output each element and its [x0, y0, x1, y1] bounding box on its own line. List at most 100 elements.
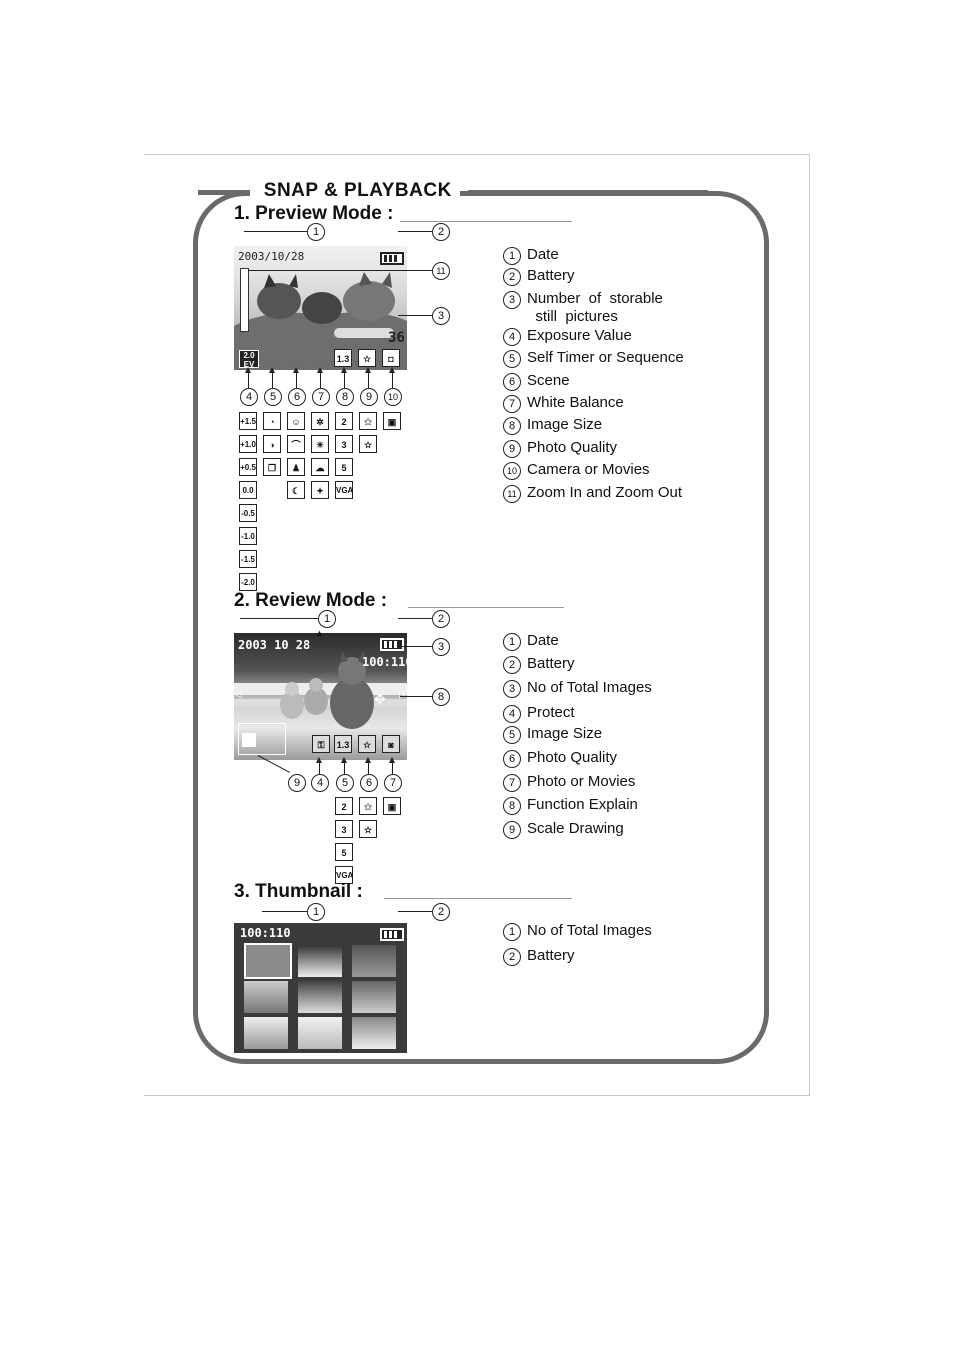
thumbnail-callout-1: 1 — [307, 903, 325, 921]
arrow-r6 — [365, 757, 371, 774]
photo-icon: ◙ — [382, 735, 400, 753]
review-leader-2 — [398, 618, 432, 619]
ev-option: +0.5 — [239, 458, 257, 476]
review-callout-3: 3 — [432, 638, 450, 656]
preview-leader-3 — [398, 315, 432, 316]
arrow-r4 — [316, 757, 322, 774]
ev-option: +1.5 — [239, 412, 257, 430]
preview-callout-1: 1 — [307, 223, 325, 241]
preview-callout-7: 7 — [312, 388, 330, 406]
review-date: 2003 10 28 — [238, 638, 311, 652]
movie-icon: ▣ — [383, 797, 401, 815]
review-callout-6: 6 — [360, 774, 378, 792]
size-option: 2 — [335, 412, 353, 430]
size-option: 3 — [335, 820, 353, 838]
preview-leader-11 — [248, 270, 432, 271]
preview-callout-2: 2 — [432, 223, 450, 241]
ducklings-photo — [234, 651, 407, 729]
night-icon: ☾ — [287, 481, 305, 499]
preview-callout-10: 10 — [384, 388, 402, 406]
preview-callout-5: 5 — [264, 388, 282, 406]
review-title-line — [408, 607, 564, 608]
wb-auto-icon: ✲ — [311, 412, 329, 430]
up-arrow-icon: ▲ — [315, 628, 324, 638]
function-dial-icon: ✥ — [374, 691, 386, 707]
review-callout-4: 4 — [311, 774, 329, 792]
quality-normal-icon: ✫ — [359, 435, 377, 453]
size-option: 5 — [335, 843, 353, 861]
ev-option: -1.5 — [239, 550, 257, 568]
camera-icon: ◘ — [382, 349, 400, 367]
size-option: 5 — [335, 458, 353, 476]
thumbnail-item[interactable] — [244, 1017, 288, 1049]
left-arrow-icon: ◁ — [234, 689, 242, 700]
ev-option: -2.0 — [239, 573, 257, 591]
size-option: VGA — [335, 866, 353, 884]
review-leader-1 — [240, 618, 318, 619]
battery-icon — [380, 252, 404, 265]
page-rule-bottom — [144, 1095, 810, 1096]
right-arrow-icon: ▷ — [399, 689, 407, 700]
quality-normal-icon: ✫ — [359, 820, 377, 838]
thumbnail-callout-2: 2 — [432, 903, 450, 921]
landscape-icon: ⌒ — [287, 435, 305, 453]
page-rule-top — [144, 154, 810, 155]
page-title-text: SNAP & PLAYBACK — [263, 180, 452, 201]
sequence-icon: ❐ — [263, 458, 281, 476]
ev-option: -1.0 — [239, 527, 257, 545]
thumbnail-title: 3. Thumbnail : — [234, 881, 363, 902]
review-callout-2: 2 — [432, 610, 450, 628]
review-leader-8 — [400, 696, 432, 697]
thumbnail-item[interactable] — [298, 945, 342, 977]
review-callout-5: 5 — [336, 774, 354, 792]
self-timer-icon: ◔ — [263, 412, 281, 430]
preview-title: 1. Preview Mode : — [234, 203, 394, 224]
size-option: 3 — [335, 435, 353, 453]
ev-option: 0.0 — [239, 481, 257, 499]
preview-leader-2 — [398, 231, 432, 232]
thumbnail-item[interactable] — [298, 981, 342, 1013]
review-callout-9: 9 — [288, 774, 306, 792]
zoom-bar — [240, 268, 249, 332]
arrow-r5 — [341, 757, 347, 774]
quality-star-icon: ☆ — [358, 735, 376, 753]
arrow-4 — [245, 367, 251, 388]
thumbnail-item[interactable] — [352, 1017, 396, 1049]
quality-fine-icon: ✩ — [359, 412, 377, 430]
size-option: VGA — [335, 481, 353, 499]
thumbnail-selected[interactable] — [244, 943, 292, 979]
thumbnail-item[interactable] — [352, 981, 396, 1013]
review-title: 2. Review Mode : — [234, 590, 388, 611]
size-icon: 1.3 — [334, 735, 352, 753]
preview-callout-6: 6 — [288, 388, 306, 406]
scale-frame — [238, 723, 286, 755]
ev-option: -0.5 — [239, 504, 257, 522]
arrow-10 — [389, 367, 395, 388]
sport-icon: ♟ — [287, 458, 305, 476]
arrow-8 — [341, 367, 347, 388]
thumbnail-item[interactable] — [244, 981, 288, 1013]
wb-sun-icon: ☀ — [311, 435, 329, 453]
thumbnail-item[interactable] — [352, 945, 396, 977]
preview-date: 2003/10/28 — [238, 250, 305, 263]
arrow-6 — [293, 367, 299, 388]
preview-callout-3: 3 — [432, 307, 450, 325]
thumbnail-item[interactable] — [298, 1017, 342, 1049]
review-callout-8: 8 — [432, 688, 450, 706]
size-icon: 1.3 — [334, 349, 352, 367]
preview-count: 36 — [388, 330, 405, 346]
